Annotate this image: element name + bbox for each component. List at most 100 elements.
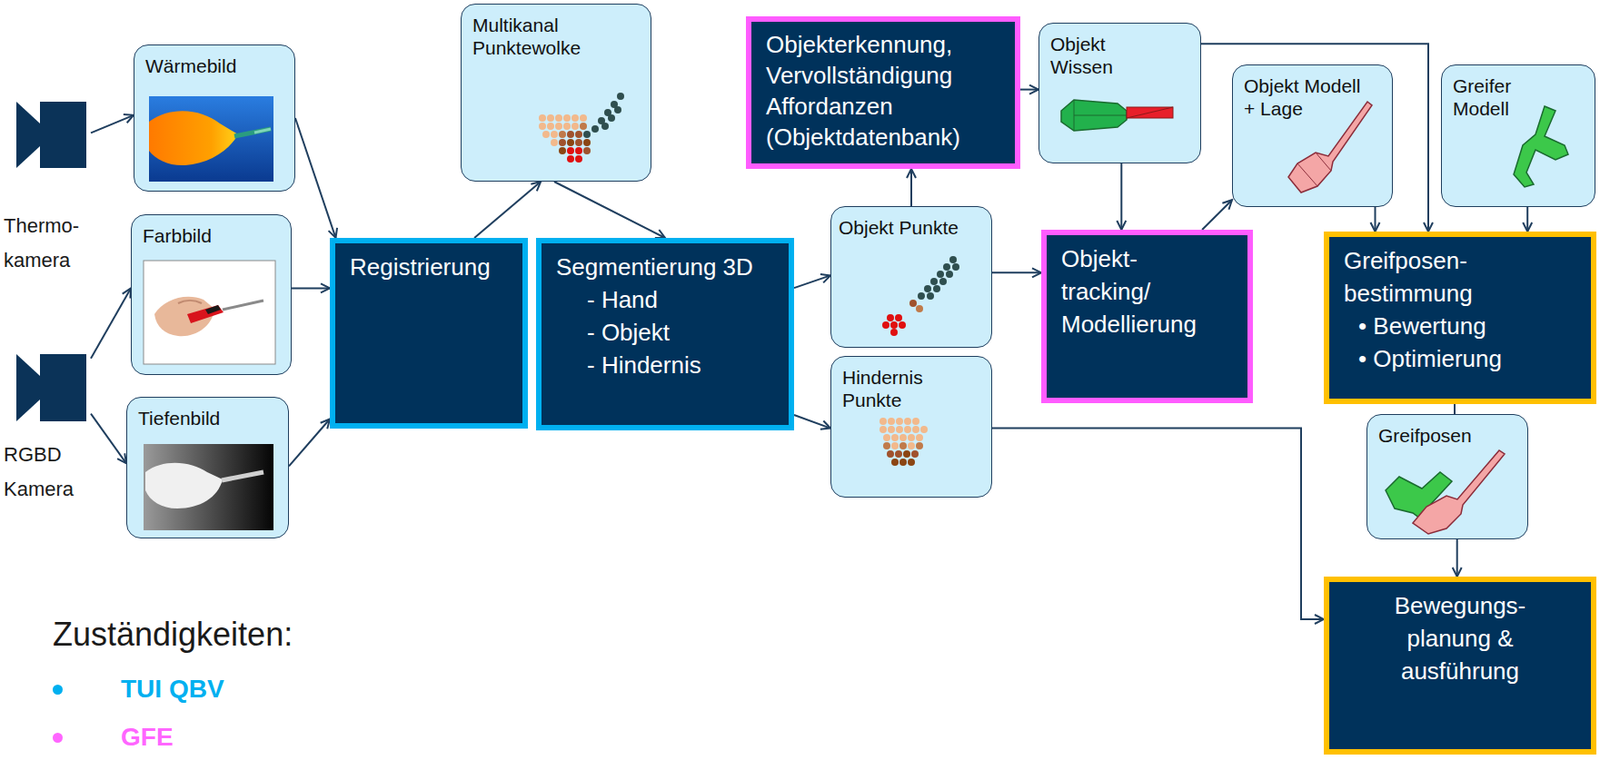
illustration-shape [558,139,567,147]
legend-swatch [52,685,63,696]
illustration-shape [890,328,898,337]
illustration-shape [221,472,264,481]
illustration-shape [601,122,609,130]
illustration-shape [187,305,224,324]
illustration-shape [616,92,625,100]
thermal-image [149,96,274,182]
illustration-shape [546,114,555,122]
box-label: Objekt Wissen [1050,32,1142,79]
connector-arrow [794,275,831,289]
camera: Thermo- kamera [3,98,91,282]
process-box: Segmentierung 3D- Hand- Objekt- Hinderni… [536,238,795,431]
data-box: Farbbild [130,214,292,376]
illustration-shape [597,117,606,125]
depth-image [143,444,274,531]
list-item: - Hindernis [586,348,775,382]
illustration-shape [579,122,587,130]
illustration-shape [933,285,941,293]
illustration-shape [920,426,928,434]
illustration-shape [907,458,915,467]
illustration-shape [555,122,563,130]
illustration-shape [952,263,960,271]
illustration-shape [1385,472,1452,529]
illustration-shape [254,129,271,133]
illustration-shape [604,109,612,117]
illustration-shape [563,114,571,122]
illustration-shape [575,147,583,155]
legend-row: TUI QBV [52,675,225,705]
illustration-shape [912,426,920,434]
connector-arrow [1374,207,1377,232]
illustration-shape [1061,99,1127,131]
illustration-shape [143,444,274,531]
illustration-shape [926,292,935,300]
connector-arrow [1456,539,1459,577]
data-box: Greifposen [1366,414,1529,540]
illustration-shape [911,450,919,458]
data-box: Multikanal Punktewolke [460,3,652,182]
illustration-shape [890,321,898,329]
illustration-shape [145,463,223,509]
illustration-shape [149,110,239,166]
illustration-shape [16,354,40,422]
connector-arrow [291,287,330,289]
box-label: RGBD Kamera [3,437,88,507]
illustration-shape [904,417,912,426]
illustration-shape [571,114,579,122]
illustration-shape [178,300,202,304]
connector-arrow [910,168,913,207]
illustration-shape [575,155,583,163]
connector-arrow [474,181,541,239]
connector-arrow [554,181,666,239]
illustration-shape [566,147,575,155]
illustration-shape [234,129,271,137]
connector-arrow [794,415,831,429]
color-photo [143,260,276,365]
illustration-shape [936,270,945,279]
illustration-shape [16,101,40,169]
illustration-shape [591,125,599,133]
illustration-shape [894,314,903,322]
box-label: Greifer Modell [1452,74,1535,120]
illustration-shape [566,155,575,163]
data-box: Wärmebild [133,44,296,192]
illustration-shape [538,114,547,122]
illustration-shape [924,285,932,293]
connector-arrow [90,288,131,358]
illustration-shape [538,122,547,130]
illustration-shape [205,305,221,315]
illustration-shape [1288,101,1372,193]
illustration-shape [899,434,907,442]
connector-arrow [992,428,1324,620]
illustration-shape [1073,115,1127,117]
illustration-shape [583,139,591,147]
object-knowledge-figure [1061,99,1173,131]
illustration-shape [542,130,550,139]
illustration-shape [610,100,618,109]
illustration-shape [891,442,899,450]
illustration-shape [882,321,890,329]
illustration-shape [886,314,895,322]
list-item: • Bewertung [1358,309,1522,343]
illustration-shape [550,130,558,139]
list-item: - Hand [586,283,775,317]
data-box: Objekt Modell + Lage [1232,64,1393,208]
illustration-shape [907,434,915,442]
illustration-shape [943,263,951,271]
illustration-shape [917,292,925,300]
process-box: Objekt- tracking/ Modellierung [1041,229,1253,404]
connector-arrow [1201,43,1429,232]
grasp-pose-figure [1385,450,1505,535]
illustration-shape [149,96,274,182]
obstacle-point-cloud [879,417,928,467]
label-holder: Zuständigkeiten: [52,616,293,655]
illustration-shape [895,417,904,426]
illustration-shape [555,114,563,122]
gripper-model-figure [1513,106,1569,188]
illustration-shape [907,442,915,450]
illustration-shape [915,434,924,442]
connector-arrow [90,115,134,134]
illustration-shape [550,139,558,147]
box-label: Objekt Punkte [838,216,984,239]
illustration-shape [222,300,264,310]
